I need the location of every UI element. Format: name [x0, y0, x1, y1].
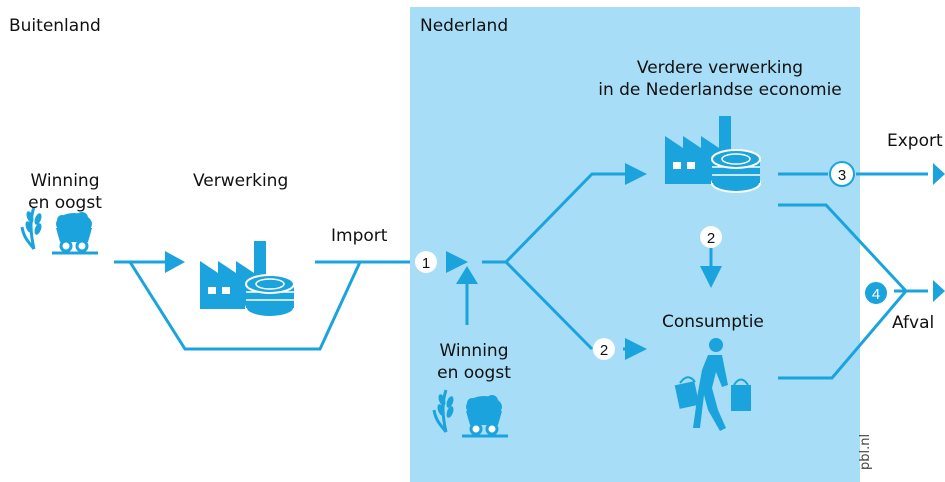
arrow-processing: [165, 251, 185, 273]
badge-1: 1: [415, 251, 437, 273]
coins-icon: [245, 274, 295, 318]
flow-to-waste-upper: [778, 203, 908, 293]
badge-2-top: 2: [700, 226, 722, 248]
region-title-netherlands: Nederland: [420, 16, 509, 36]
region-title-abroad: Buitenland: [9, 16, 101, 36]
label-processing: Verwerking: [193, 171, 289, 191]
source-credit: pbl.nl: [858, 433, 873, 470]
arrow-domestic-extraction: [456, 266, 478, 284]
arrow-export: [933, 163, 945, 185]
flow-lines: [114, 172, 928, 380]
arrow-further-processing: [625, 163, 647, 185]
label-export: Export: [887, 131, 943, 151]
wheat-icon: [432, 388, 457, 434]
arrow-consumption: [625, 338, 647, 360]
arrow-after-import: [446, 251, 468, 273]
arrow-waste: [933, 280, 945, 302]
flow-direct-import: [128, 261, 362, 351]
badge-4: 4: [863, 280, 889, 306]
svg-text:3: 3: [838, 167, 846, 184]
label-waste: Afval: [892, 313, 935, 333]
arrow-down-consumption: [700, 266, 722, 288]
label-import: Import: [331, 226, 388, 246]
flow-to-further-processing: [504, 172, 640, 264]
ore-cart-icon: [460, 393, 510, 438]
shopper-icon: [674, 338, 751, 431]
label-further-processing: Verdere verwerking in de Nederlandse eco…: [598, 58, 842, 100]
label-consumption: Consumptie: [662, 312, 764, 332]
svg-text:2: 2: [600, 342, 608, 359]
badge-3: 3: [829, 161, 855, 187]
flow-to-consumption: [504, 260, 594, 351]
label-extraction-nl: Winning en oogst: [437, 341, 511, 383]
svg-text:1: 1: [422, 255, 430, 272]
badge-2-bottom: 2: [593, 338, 615, 360]
svg-text:2: 2: [707, 230, 715, 247]
coins-icon: [711, 149, 761, 193]
flow-to-waste-lower: [778, 290, 908, 380]
arrowheads: [165, 163, 945, 360]
ore-cart-icon: [50, 210, 100, 255]
label-extraction-abroad: Winning en oogst: [28, 171, 102, 213]
svg-text:4: 4: [872, 286, 880, 303]
